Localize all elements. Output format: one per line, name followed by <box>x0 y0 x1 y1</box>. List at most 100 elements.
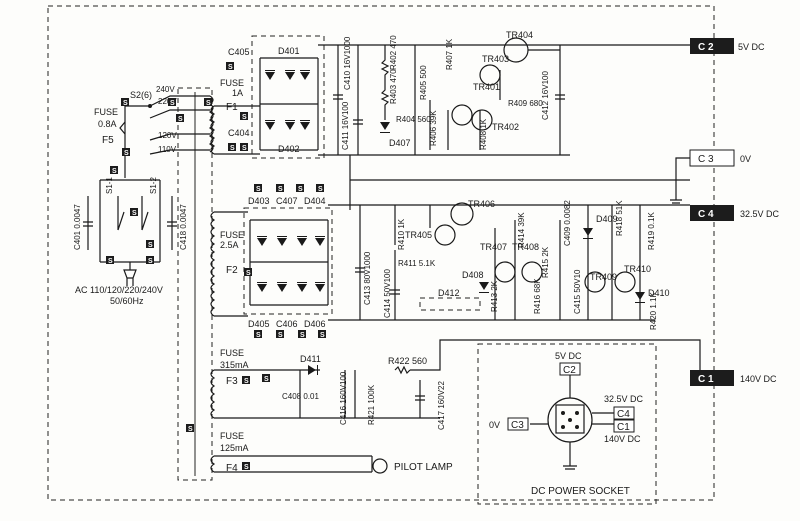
power-switch-contacts <box>117 196 149 231</box>
tr408-label: TR408 <box>512 242 539 252</box>
svg-text:S: S <box>148 258 153 265</box>
connector-c4-tag: C 4 <box>698 209 714 220</box>
res-r403-label: R403 470 <box>389 69 398 104</box>
bridge-32v-diodes <box>257 236 325 292</box>
svg-text:S: S <box>123 100 128 107</box>
connector-c1-voltage: 140V DC <box>740 374 777 384</box>
cap-c401-symbol <box>83 196 93 250</box>
din-pin <box>575 425 579 429</box>
svg-text:S: S <box>228 64 233 71</box>
tap-110-label: 110V <box>158 145 177 154</box>
cap-c414-label: C414 50V100 <box>383 269 392 318</box>
tr404-label: TR404 <box>506 30 533 40</box>
fuse-f5-ref: F5 <box>102 135 114 146</box>
fuse-f4-rating: 125mA <box>220 443 249 453</box>
bridge-5v-wiring <box>259 44 570 151</box>
fuse-f2-rating: 2.5A <box>220 240 239 250</box>
rail-140v-wiring <box>214 339 701 419</box>
tr410-symbol <box>614 271 636 293</box>
din-pin <box>561 411 565 415</box>
socket-c3-tag: C3 <box>511 420 524 431</box>
res-r416-label: R416 68K <box>533 278 542 314</box>
bridge-32v-outline <box>243 207 333 315</box>
res-r422-label: R422 560 <box>388 356 427 366</box>
cap-c418-label: C418 0.0047 <box>179 204 188 250</box>
fuse-f2-label: FUSE <box>220 230 244 240</box>
connector-c2-voltage: 5V DC <box>738 42 765 52</box>
connector-c1-tag: C 1 <box>698 374 714 385</box>
svg-text:S: S <box>256 186 261 193</box>
tr401-symbol <box>451 104 473 126</box>
selector-switch-label: S2(6) <box>130 90 152 100</box>
res-r422-symbol <box>394 365 411 375</box>
regulator-32v-wiring <box>429 205 641 320</box>
svg-text:S: S <box>206 100 211 107</box>
fuse-f3-ref: F3 <box>226 376 238 387</box>
svg-text:S: S <box>256 332 261 339</box>
socket-c1-tag: C1 <box>617 422 630 433</box>
tr401-label: TR401 <box>473 82 500 92</box>
svg-text:S: S <box>178 116 183 123</box>
tr402-label: TR402 <box>492 122 519 132</box>
section-140v: FUSE 315mA F3 D411 C408 0.01 C416 160V10… <box>210 339 701 430</box>
ac-frequency-label: 50/60Hz <box>110 296 144 306</box>
tap-240-label: 240V <box>156 85 175 94</box>
pilot-winding <box>210 455 373 473</box>
connector-c3-wire <box>675 157 690 180</box>
connector-c2-tag: C 2 <box>698 42 714 53</box>
ground-rail <box>349 155 690 210</box>
res-r405-label: R405 500 <box>419 65 428 100</box>
res-r410-label: R410 1K <box>397 218 406 250</box>
cap-c413-label: C413 80V1000 <box>363 251 372 305</box>
diode-d410-label: D410 <box>648 288 670 298</box>
switch-s1-1-label: S1-1 <box>105 177 114 194</box>
output-5v-cap <box>528 45 565 155</box>
cap-c407-label: C407 <box>276 196 298 206</box>
svg-text:S: S <box>300 332 305 339</box>
socket-5v-label: 5V DC <box>555 351 582 361</box>
connector-c3-voltage: 0V <box>740 154 751 164</box>
diode-d411-symbol <box>308 365 318 375</box>
regulator-5v-wiring <box>414 45 501 155</box>
chassis-boundary <box>47 5 715 501</box>
section-5v: FUSE 1A F1 C405 C404 D401 D402 C410 16V1… <box>210 30 690 159</box>
svg-text:S: S <box>246 270 251 277</box>
res-r415-label: R415 2K <box>541 246 550 278</box>
diode-d407-symbol <box>380 122 390 133</box>
tr407-label: TR407 <box>480 242 507 252</box>
tr409-symbol <box>584 271 606 293</box>
fuse-f3-label: FUSE <box>220 348 244 358</box>
res-r414-label: R414 39K <box>517 212 526 248</box>
ac-plug-icon <box>123 262 137 286</box>
tr405-label: TR405 <box>405 230 432 240</box>
svg-text:S: S <box>170 100 175 107</box>
svg-text:S: S <box>244 464 249 471</box>
diode-d412-outline <box>419 297 481 311</box>
pilot-lamp-label: PILOT LAMP <box>394 462 453 473</box>
cap-c401-label: C401 0.0047 <box>73 204 82 250</box>
fuse-f1-label: FUSE <box>220 78 244 88</box>
filter-5v-caps <box>318 45 570 156</box>
transformer-core <box>177 87 213 481</box>
cap-c410-label: C410 16V1000 <box>343 36 352 90</box>
socket-32v-label: 32.5V DC <box>604 394 644 404</box>
diode-d404-label: D404 <box>304 196 326 206</box>
svg-text:S: S <box>112 168 117 175</box>
svg-text:S: S <box>264 376 269 383</box>
primary-tap-wiring <box>124 95 210 178</box>
socket-c2-tag: C2 <box>563 365 576 376</box>
diode-d407-label: D407 <box>389 138 411 148</box>
diode-d412-label: D412 <box>438 288 460 298</box>
section-32v: FUSE 2.5A F2 D403 C407 D404 D405 C406 D4… <box>210 196 690 330</box>
svg-text:S: S <box>148 242 153 249</box>
svg-text:S: S <box>108 258 113 265</box>
res-r418-label: R418 51K <box>615 200 624 236</box>
tr405-symbol <box>434 224 456 246</box>
res-r421-label: R421 100K <box>367 384 376 425</box>
socket-wiring <box>530 412 614 470</box>
resistor-chain-5v <box>380 45 390 120</box>
pilot-section: FUSE 125mA F4 PILOT LAMP <box>210 431 453 474</box>
tr406-symbol <box>450 202 474 226</box>
mains-section: S2(6) 240V 220V 120V 110V FUSE 0.8A F5 C… <box>73 85 214 306</box>
